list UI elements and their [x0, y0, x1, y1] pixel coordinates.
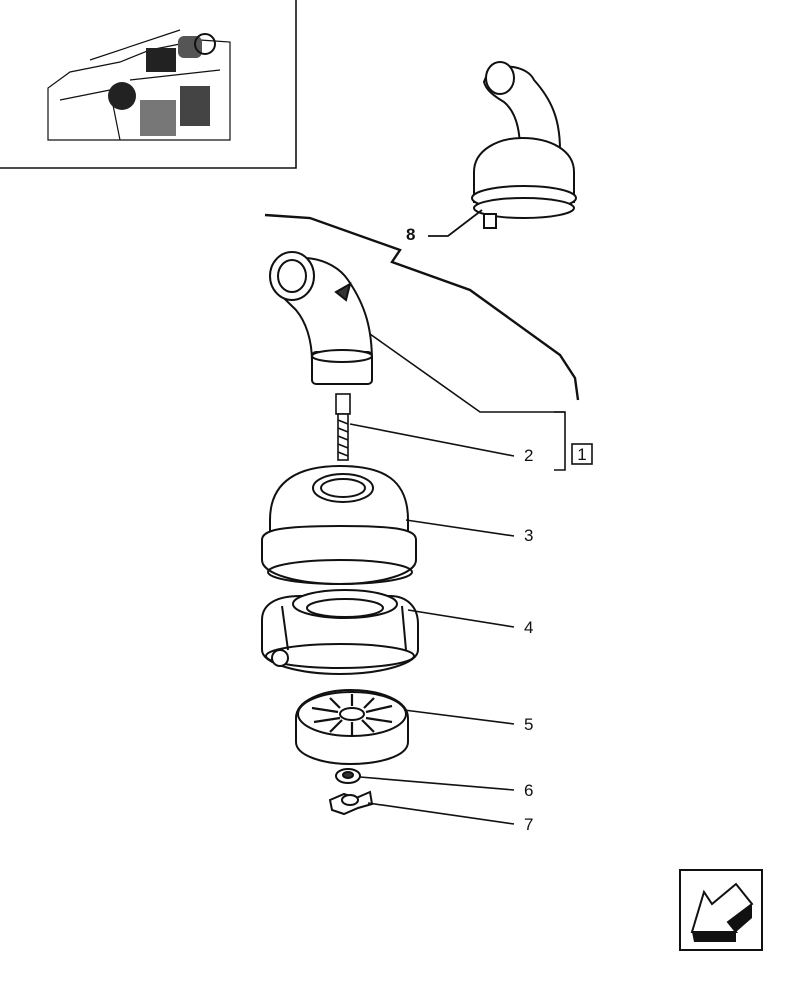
section-break-line [264, 213, 580, 401]
intake-elbow-hose [269, 251, 374, 385]
callout-6-label: 6 [524, 781, 533, 800]
previous-page-arrow-icon[interactable] [679, 869, 763, 951]
filter-element [295, 688, 409, 766]
air-cleaner-base [261, 589, 419, 676]
callout-8-label: 8 [406, 225, 415, 244]
wing-nut [328, 790, 374, 816]
callout-7-label: 7 [524, 815, 533, 834]
washer [335, 768, 361, 784]
callout-4-label: 4 [524, 618, 533, 637]
callout-3-label: 3 [524, 526, 533, 545]
callout-1-label: 1 [577, 445, 586, 464]
air-cleaner-cover [261, 464, 417, 586]
callout-5-label: 5 [524, 715, 533, 734]
callout-1: 1 [571, 443, 593, 465]
stud-bolt [335, 393, 351, 461]
engine-location-thumbnail-icon [0, 0, 297, 169]
alternative-air-cleaner-assembly [471, 61, 577, 229]
leader-lines [349, 333, 566, 825]
callout-2-label: 2 [524, 446, 533, 465]
